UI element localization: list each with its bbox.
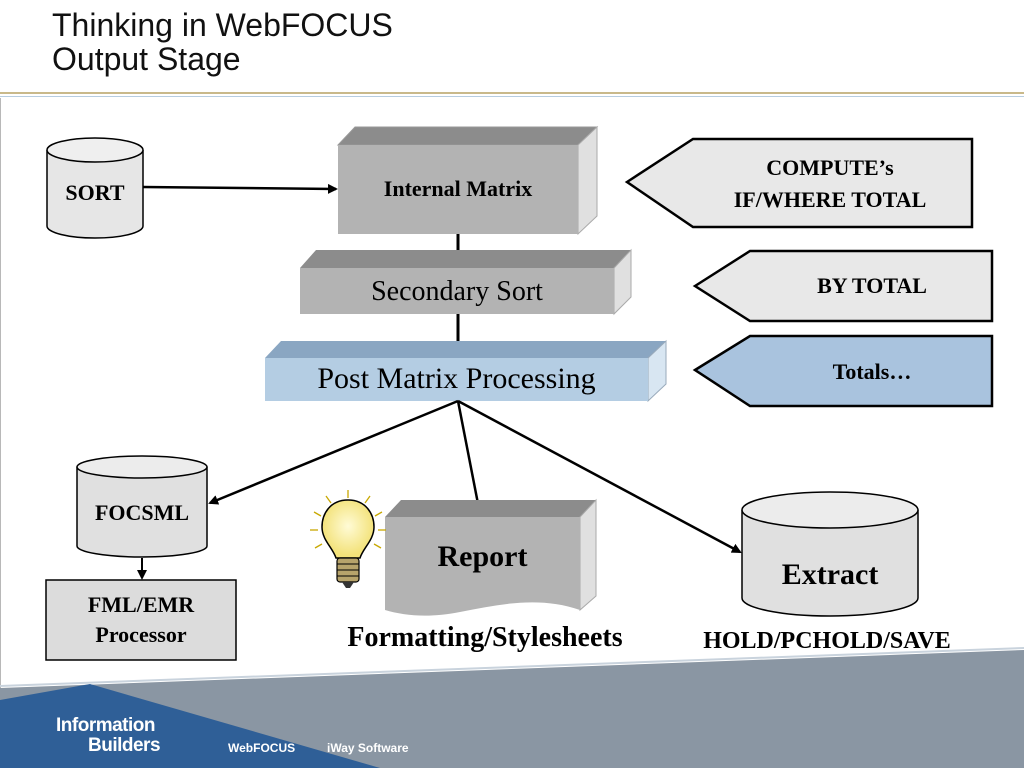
compute-line-2: IF/WHERE TOTAL <box>733 187 927 212</box>
fml-emr-label: FML/EMR Processor <box>46 590 236 650</box>
fml-emr-line-2: Processor <box>95 622 187 647</box>
focsml-database-icon <box>76 455 208 558</box>
compute-callout-label: COMPUTE’s IF/WHERE TOTAL <box>690 152 970 216</box>
report-document-icon <box>385 498 597 616</box>
by-total-label: BY TOTAL <box>817 273 927 298</box>
compute-line-1: COMPUTE’s <box>766 155 894 180</box>
post-to-focsml-arrow <box>208 399 459 505</box>
title-rule <box>0 92 1024 94</box>
sort-to-matrix-arrow <box>142 183 338 194</box>
post-to-report-arrow <box>456 400 484 516</box>
post-to-extract-arrow <box>457 399 742 554</box>
totals-label: Totals… <box>832 359 912 384</box>
title-rule-secondary <box>0 96 1024 97</box>
post-matrix-box <box>265 339 667 403</box>
secondary-sort-box <box>300 248 632 316</box>
title-line-2: Output Stage <box>52 41 241 77</box>
footer-webfocus-label: WebFOCUS <box>228 741 296 755</box>
extract-label: Extract <box>781 558 879 591</box>
focsml-label: FOCSML <box>94 500 190 525</box>
slide-title: Thinking in WebFOCUS Output Stage <box>52 8 393 76</box>
frame-left-border <box>0 98 1 688</box>
by-total-callout <box>692 249 994 323</box>
sort-label: SORT <box>65 180 125 205</box>
internal-matrix-label: Internal Matrix <box>383 176 533 201</box>
secondary-sort-label: Secondary Sort <box>371 276 543 307</box>
sort-database-icon <box>46 137 144 239</box>
title-line-1: Thinking in WebFOCUS <box>52 7 393 43</box>
hold-caption: HOLD/PCHOLD/SAVE <box>703 628 951 654</box>
logo-line-1: Information <box>56 715 156 736</box>
report-label: Report <box>437 540 528 573</box>
logo-line-2: Builders <box>88 735 161 756</box>
footer-iway-label: iWay Software <box>327 741 409 755</box>
post-matrix-label: Post Matrix Processing <box>317 362 596 395</box>
fml-emr-line-1: FML/EMR <box>87 592 195 617</box>
totals-callout <box>692 334 994 408</box>
lightbulb-icon <box>310 490 386 588</box>
internal-matrix-box <box>336 125 599 236</box>
footer-band <box>0 647 1024 768</box>
information-builders-logo: Information Builders <box>56 715 161 756</box>
formatting-caption: Formatting/Stylesheets <box>347 622 623 653</box>
fml-emr-box <box>45 579 237 661</box>
compute-callout <box>624 137 974 229</box>
extract-database-icon <box>741 491 919 617</box>
